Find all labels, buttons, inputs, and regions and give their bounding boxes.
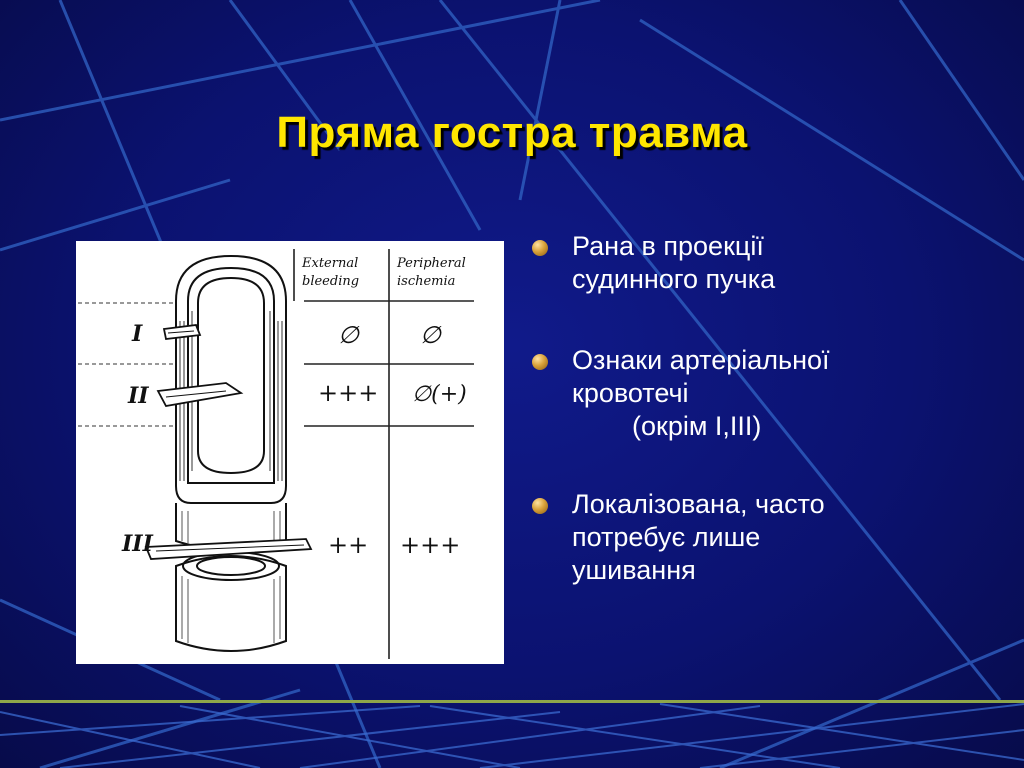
header-external: External bbox=[301, 256, 358, 271]
cell-3-bleeding: ++ bbox=[328, 531, 368, 559]
bullet-dot-icon bbox=[532, 240, 548, 256]
level-label-1: I bbox=[131, 321, 143, 347]
bullet-text-line: кровотечі bbox=[572, 378, 689, 408]
bullet-text-line: (окрім I,III) bbox=[632, 411, 762, 441]
cell-2-bleeding: +++ bbox=[318, 379, 378, 407]
vessel-diagram: I II III External bleeding Peripheral is… bbox=[78, 249, 474, 659]
vessel-injury-figure: I II III External bleeding Peripheral is… bbox=[76, 241, 504, 664]
level-label-3: III bbox=[121, 531, 154, 557]
cell-3-ischemia: +++ bbox=[400, 531, 460, 559]
level-label-2: II bbox=[127, 383, 149, 409]
cell-1-ischemia: ∅ bbox=[420, 321, 442, 349]
bullet-text-line: ушивання bbox=[572, 555, 696, 585]
bullet-text-line: потребує лише bbox=[572, 522, 761, 552]
bullet-item: Локалізована, часто потребує лише ушиван… bbox=[530, 488, 1000, 587]
header-ischemia: ischemia bbox=[397, 274, 455, 289]
bullet-text-line: Локалізована, часто bbox=[572, 489, 825, 519]
bullet-dot-icon bbox=[532, 354, 548, 370]
bullet-text-line: судинного пучка bbox=[572, 264, 776, 294]
header-bleeding: bleeding bbox=[302, 274, 359, 289]
header-peripheral: Peripheral bbox=[396, 256, 466, 271]
bullet-text-line: Ознаки артеріальної bbox=[572, 345, 830, 375]
bullet-dot-icon bbox=[532, 498, 548, 514]
bullet-list: Рана в проекції судинного пучка Ознаки а… bbox=[530, 230, 1000, 587]
footer-accent-line bbox=[0, 700, 1024, 703]
cell-1-bleeding: ∅ bbox=[338, 321, 360, 349]
bullet-item: Ознаки артеріальної кровотечі (окрім I,I… bbox=[530, 344, 1000, 443]
slide-title: Пряма гостра травма bbox=[276, 108, 748, 157]
cell-2-ischemia: ∅(+) bbox=[412, 382, 467, 407]
bullet-item: Рана в проекції судинного пучка bbox=[530, 230, 1000, 296]
bullet-text-line: Рана в проекції bbox=[572, 231, 764, 261]
